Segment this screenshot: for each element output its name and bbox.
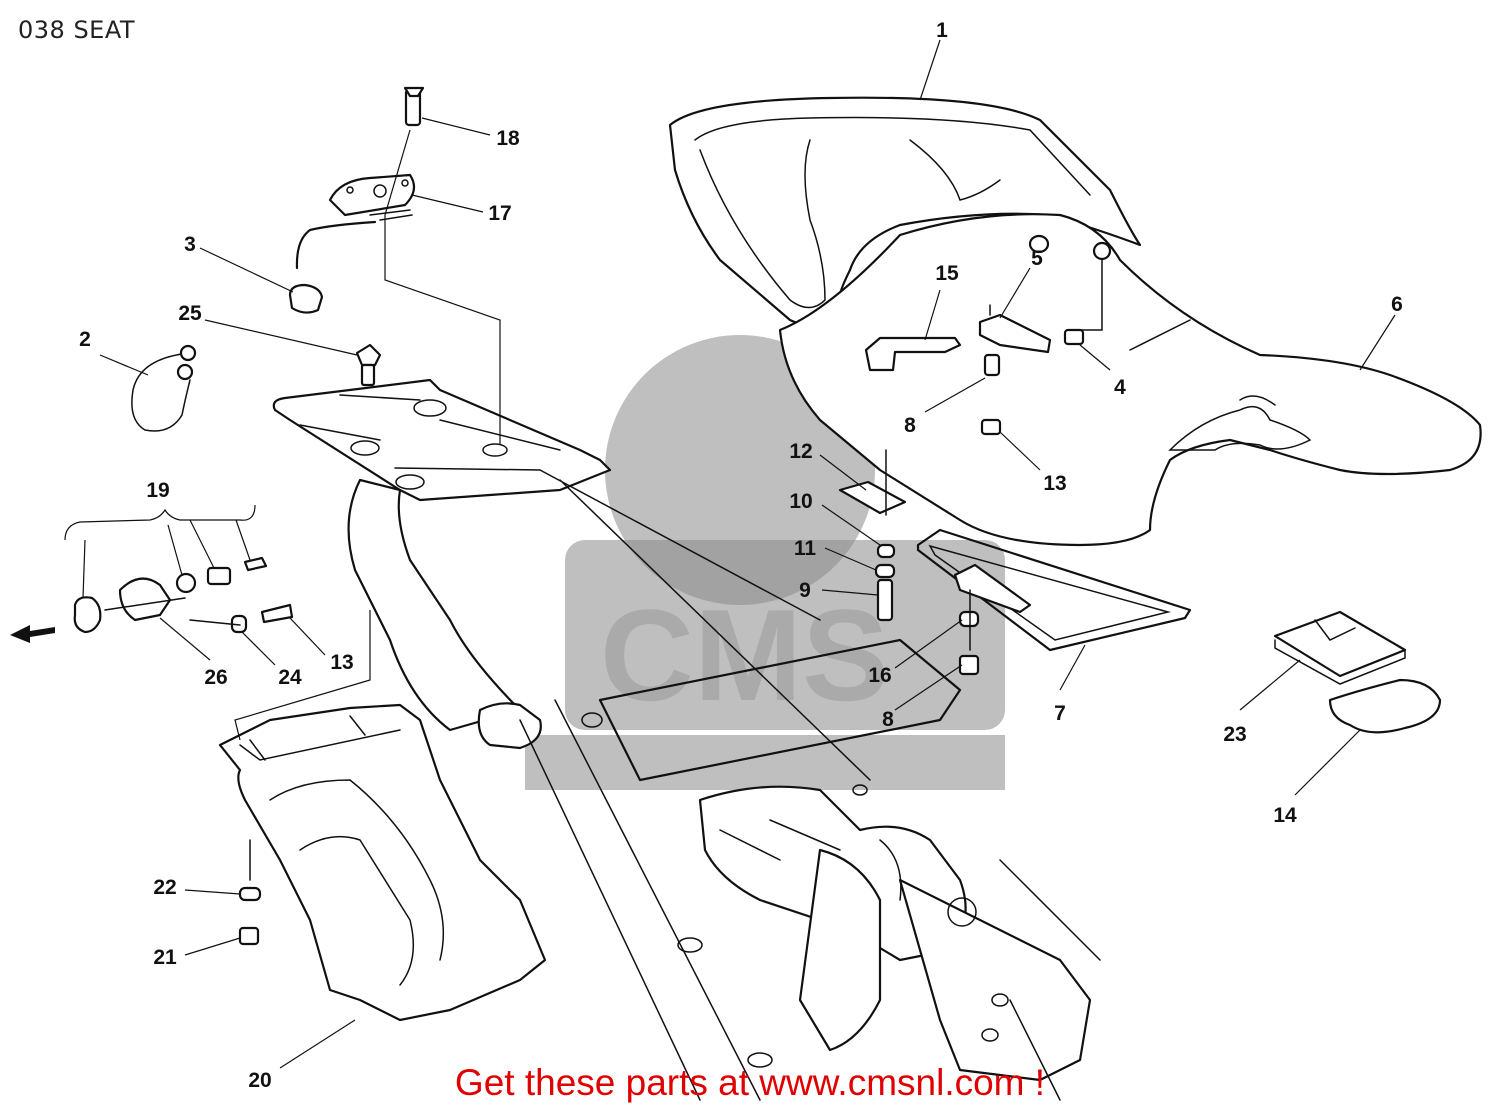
callout-10: 10	[789, 490, 812, 513]
leader-lines	[82, 39, 1396, 1069]
callout-6: 6	[1391, 293, 1403, 316]
callout-2: 2	[79, 328, 91, 351]
undertray	[218, 703, 547, 1022]
callout-21: 21	[153, 946, 177, 969]
callout-25: 25	[178, 302, 202, 325]
seat-hook	[978, 304, 1085, 377]
seat-lock-cable	[288, 86, 425, 314]
earth-cable	[131, 344, 197, 432]
callout-8-lower: 8	[882, 708, 894, 731]
seat-pad	[1328, 678, 1442, 734]
callout-13-lock: 13	[330, 651, 353, 674]
callout-11: 11	[794, 537, 817, 560]
callout-12: 12	[789, 440, 812, 463]
seat-frame-gasket	[916, 528, 1192, 652]
promo-link[interactable]: Get these parts at www.cmsnl.com !	[454, 1062, 1046, 1103]
callout-16: 16	[868, 664, 891, 687]
frame-bolt	[355, 343, 382, 387]
lock-assembly	[64, 504, 294, 634]
seat-bolt	[980, 418, 1002, 436]
document-booklet	[1273, 610, 1407, 685]
callout-26: 26	[204, 666, 227, 689]
page-title: 038 SEAT	[18, 16, 136, 44]
callout-5: 5	[1031, 247, 1043, 270]
callout-20: 20	[248, 1069, 271, 1092]
callout-1: 1	[936, 19, 948, 42]
callout-18: 18	[496, 127, 520, 150]
callout-24: 24	[278, 666, 302, 689]
callout-15: 15	[935, 262, 959, 285]
seat-bracket	[864, 336, 962, 372]
callout-9: 9	[799, 579, 811, 602]
arrow-left-icon	[10, 625, 55, 643]
callout-14: 14	[1273, 804, 1297, 827]
washer	[238, 886, 262, 902]
rear-subframe	[272, 378, 1101, 1101]
callout-13-seat: 13	[1043, 472, 1066, 495]
callout-23: 23	[1223, 723, 1246, 746]
callout-4: 4	[1114, 376, 1126, 399]
callout-3: 3	[184, 233, 196, 256]
callout-labels: 1 2 3 4 5 6 7 8 8 9 10 11 12 13 13 14 15…	[79, 19, 1403, 1092]
svg-text:CMS: CMS	[600, 582, 889, 728]
callout-8-upper: 8	[904, 414, 916, 437]
rider-seat	[778, 213, 1482, 547]
callout-22: 22	[153, 876, 176, 899]
callout-19: 19	[146, 479, 169, 502]
callout-7: 7	[1054, 702, 1066, 725]
flange-nut	[238, 926, 260, 946]
callout-17: 17	[488, 202, 511, 225]
